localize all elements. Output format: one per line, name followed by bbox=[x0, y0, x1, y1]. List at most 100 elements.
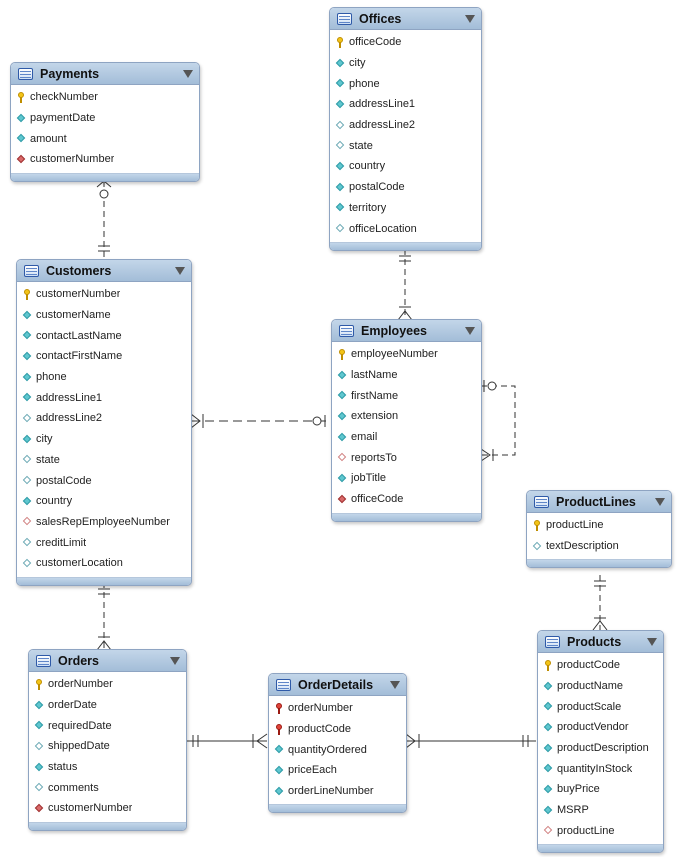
column-row[interactable]: firstName bbox=[332, 385, 481, 406]
column-row[interactable]: addressLine2 bbox=[330, 115, 481, 136]
table-header[interactable]: OrderDetails bbox=[269, 674, 406, 696]
table-name: OrderDetails bbox=[298, 677, 374, 692]
collapse-arrow-icon[interactable] bbox=[183, 69, 193, 78]
column-row[interactable]: territory bbox=[330, 198, 481, 219]
collapse-arrow-icon[interactable] bbox=[390, 680, 400, 689]
column-name: productCode bbox=[557, 659, 620, 672]
column-name: firstName bbox=[351, 389, 399, 402]
column-row[interactable]: postalCode bbox=[17, 470, 191, 491]
table-name: Employees bbox=[361, 323, 428, 338]
column-row[interactable]: contactLastName bbox=[17, 325, 191, 346]
column-row[interactable]: contactFirstName bbox=[17, 346, 191, 367]
column-row[interactable]: customerNumber bbox=[17, 284, 191, 305]
column-row[interactable]: customerNumber bbox=[11, 149, 199, 170]
column-row[interactable]: priceEach bbox=[269, 760, 406, 781]
column-row[interactable]: MSRP bbox=[538, 800, 663, 821]
column-row[interactable]: productLine bbox=[538, 821, 663, 842]
column-row[interactable]: quantityInStock bbox=[538, 758, 663, 779]
column-row[interactable]: customerLocation bbox=[17, 553, 191, 574]
column-row[interactable]: customerName bbox=[17, 305, 191, 326]
column-row[interactable]: requiredDate bbox=[29, 715, 186, 736]
column-row[interactable]: country bbox=[17, 491, 191, 512]
column-row[interactable]: quantityOrdered bbox=[269, 739, 406, 760]
column-row[interactable]: productVendor bbox=[538, 717, 663, 738]
table-orderdetails[interactable]: OrderDetails orderNumber productCode quanti… bbox=[268, 673, 407, 814]
not-null-diamond-icon bbox=[34, 762, 45, 773]
column-row[interactable]: productCode bbox=[538, 655, 663, 676]
column-name: city bbox=[349, 57, 366, 70]
collapse-arrow-icon[interactable] bbox=[655, 497, 665, 506]
table-footer bbox=[332, 512, 481, 521]
column-row[interactable]: state bbox=[330, 135, 481, 156]
column-row[interactable]: status bbox=[29, 757, 186, 778]
column-row[interactable]: officeLocation bbox=[330, 218, 481, 239]
column-row[interactable]: state bbox=[17, 450, 191, 471]
column-name: phone bbox=[36, 371, 67, 384]
column-row[interactable]: extension bbox=[332, 406, 481, 427]
column-row[interactable]: customerNumber bbox=[29, 798, 186, 819]
column-row[interactable]: creditLimit bbox=[17, 532, 191, 553]
column-row[interactable]: phone bbox=[17, 367, 191, 388]
collapse-arrow-icon[interactable] bbox=[647, 637, 657, 646]
table-header[interactable]: Customers bbox=[17, 260, 191, 282]
column-row[interactable]: phone bbox=[330, 73, 481, 94]
column-name: textDescription bbox=[546, 540, 619, 553]
column-row[interactable]: productCode bbox=[269, 719, 406, 740]
column-row[interactable]: addressLine1 bbox=[17, 387, 191, 408]
collapse-arrow-icon[interactable] bbox=[175, 266, 185, 275]
column-row[interactable]: shippedDate bbox=[29, 736, 186, 757]
column-row[interactable]: orderNumber bbox=[269, 698, 406, 719]
column-row[interactable]: addressLine1 bbox=[330, 94, 481, 115]
column-row[interactable]: orderDate bbox=[29, 695, 186, 716]
column-row[interactable]: productName bbox=[538, 676, 663, 697]
column-name: comments bbox=[48, 781, 99, 794]
column-row[interactable]: email bbox=[332, 427, 481, 448]
column-row[interactable]: jobTitle bbox=[332, 468, 481, 489]
column-row[interactable]: postalCode bbox=[330, 177, 481, 198]
column-row[interactable]: salesRepEmployeeNumber bbox=[17, 512, 191, 533]
nullable-diamond-icon bbox=[532, 541, 543, 552]
collapse-arrow-icon[interactable] bbox=[465, 14, 475, 23]
column-row[interactable]: lastName bbox=[332, 365, 481, 386]
table-header[interactable]: Products bbox=[538, 631, 663, 653]
column-row[interactable]: reportsTo bbox=[332, 447, 481, 468]
column-name: officeCode bbox=[351, 493, 404, 506]
column-row[interactable]: productScale bbox=[538, 696, 663, 717]
column-row[interactable]: city bbox=[330, 53, 481, 74]
table-icon bbox=[36, 654, 51, 667]
column-row[interactable]: orderLineNumber bbox=[269, 781, 406, 802]
column-row[interactable]: country bbox=[330, 156, 481, 177]
column-row[interactable]: amount bbox=[11, 128, 199, 149]
column-row[interactable]: employeeNumber bbox=[332, 344, 481, 365]
column-row[interactable]: checkNumber bbox=[11, 87, 199, 108]
table-header[interactable]: ProductLines bbox=[527, 491, 671, 513]
column-row[interactable]: productDescription bbox=[538, 738, 663, 759]
column-row[interactable]: paymentDate bbox=[11, 108, 199, 129]
column-row[interactable]: buyPrice bbox=[538, 779, 663, 800]
column-row[interactable]: orderNumber bbox=[29, 674, 186, 695]
table-header[interactable]: Offices bbox=[330, 8, 481, 30]
column-row[interactable]: officeCode bbox=[332, 489, 481, 510]
collapse-arrow-icon[interactable] bbox=[170, 656, 180, 665]
column-row[interactable]: productLine bbox=[527, 515, 671, 536]
primary-key-icon bbox=[337, 348, 348, 360]
table-header[interactable]: Orders bbox=[29, 650, 186, 672]
column-row[interactable]: city bbox=[17, 429, 191, 450]
column-name: productCode bbox=[288, 723, 351, 736]
column-row[interactable]: addressLine2 bbox=[17, 408, 191, 429]
column-row[interactable]: officeCode bbox=[330, 32, 481, 53]
column-row[interactable]: comments bbox=[29, 777, 186, 798]
table-header[interactable]: Payments bbox=[11, 63, 199, 85]
collapse-arrow-icon[interactable] bbox=[465, 326, 475, 335]
column-row[interactable]: textDescription bbox=[527, 536, 671, 557]
table-header[interactable]: Employees bbox=[332, 320, 481, 342]
column-name: officeCode bbox=[349, 36, 402, 49]
